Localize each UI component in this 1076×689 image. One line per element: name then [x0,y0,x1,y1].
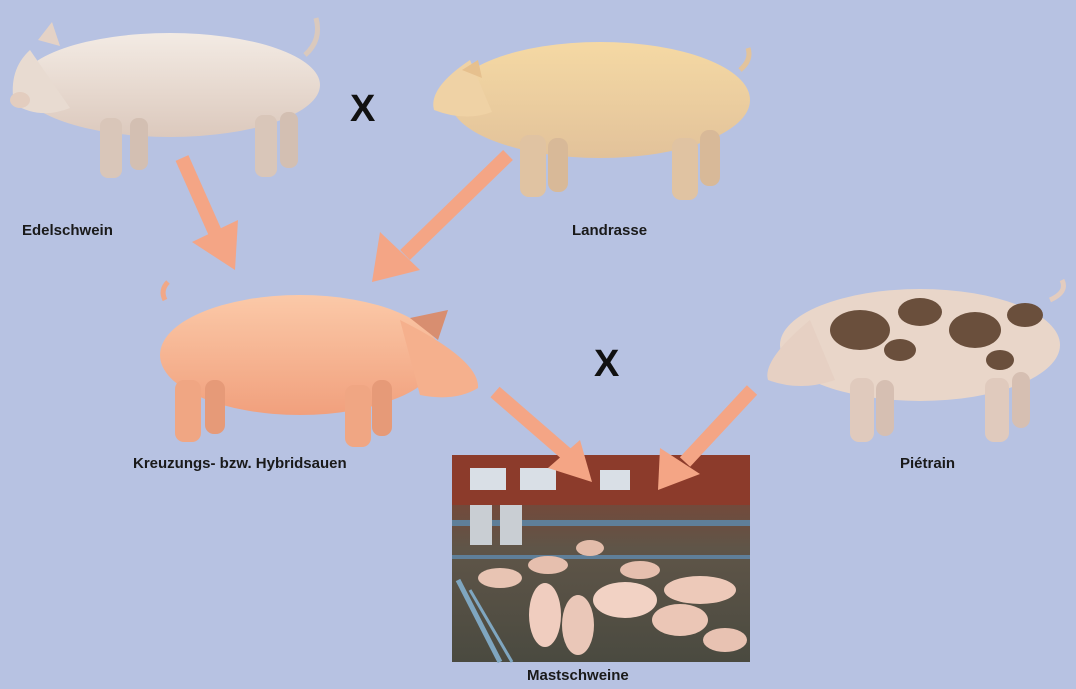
hybrid-sow-pig-image [160,282,478,447]
edelschwein-pig-image [10,18,320,178]
label-landrasse: Landrasse [572,222,647,239]
arrow-edelschwein-to-hybrid [182,158,238,270]
cross-symbol-parents: X [350,88,375,131]
fattening-pigs-photo [452,455,750,662]
cross-symbol-final: X [594,343,619,386]
label-edelschwein: Edelschwein [22,222,113,239]
pietrain-pig-image [767,280,1063,442]
label-hybrid-sows: Kreuzungs- bzw. Hybridsauen [133,455,347,472]
label-fattening-pigs: Mastschweine [527,667,629,684]
arrow-landrasse-to-hybrid [372,155,508,282]
label-pietrain: Piétrain [900,455,955,472]
